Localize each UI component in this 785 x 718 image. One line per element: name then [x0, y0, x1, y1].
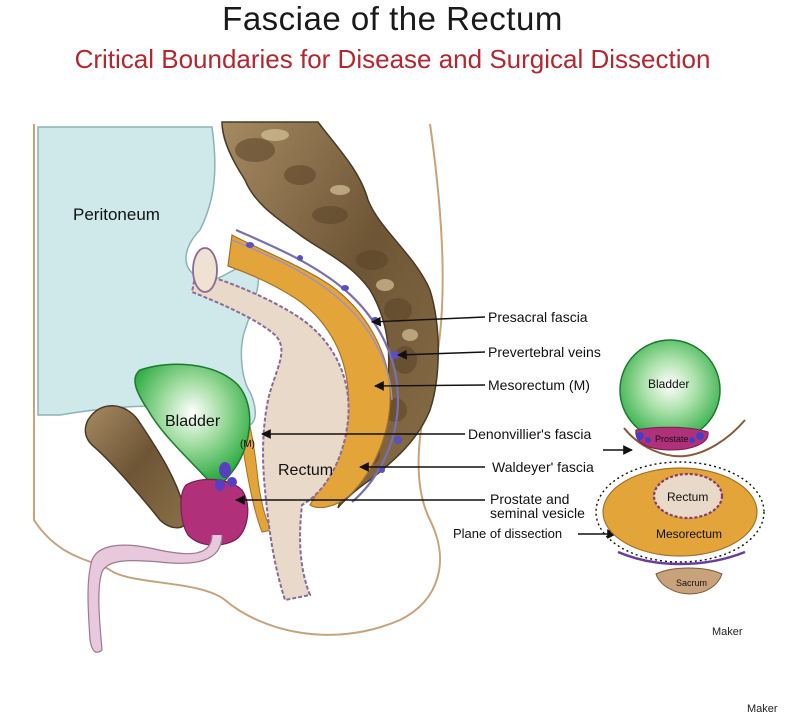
denonvillier-fascia-label: Denonvillier's fascia	[468, 426, 591, 442]
cross-rectum-label: Rectum	[667, 490, 708, 504]
mesorectum-arrow	[374, 381, 486, 391]
presacral-fascia-label: Presacral fascia	[488, 309, 588, 325]
corner-credit: Maker	[747, 703, 778, 715]
cross-vesicles	[636, 432, 704, 443]
diagram-subtitle: Critical Boundaries for Disease and Surg…	[74, 44, 711, 74]
presacral-arrow	[371, 316, 486, 327]
prevertebral-veins-label: Prevertebral veins	[488, 344, 601, 360]
cross-prostate-label: Prostate	[655, 434, 689, 444]
pubic-bone	[84, 405, 188, 529]
inner-credit: Maker	[712, 626, 743, 638]
prostate-label-line2: seminal vesicle	[490, 505, 585, 521]
mesorectum-sagittal	[227, 234, 391, 509]
rectum-opening	[192, 247, 218, 293]
presacral-fascia-line	[235, 228, 400, 503]
peritoneum-label: Peritoneum	[73, 205, 160, 224]
cross-prostate	[635, 426, 709, 451]
seminal-vesicle	[215, 462, 237, 491]
cross-denonvillier-line	[623, 419, 746, 458]
waldeyer-fascia-label: Waldeyer' fascia	[492, 459, 594, 475]
m-marker-label: (M)	[240, 439, 255, 450]
prostate-label-line1: Prostate and	[490, 491, 569, 507]
urethra	[87, 534, 223, 653]
cross-rectum	[652, 472, 724, 520]
waldeyer-fascia-line	[231, 239, 393, 401]
cross-presacral-line	[617, 550, 746, 566]
plane-of-dissection-label: Plane of dissection	[453, 526, 562, 541]
cross-mesorectum-label: Mesorectum	[656, 527, 722, 541]
cross-sacrum	[655, 567, 723, 595]
bladder-label: Bladder	[165, 413, 221, 430]
mesorectum-label: Mesorectum (M)	[488, 377, 590, 393]
diagram-title: Fasciae of the Rectum	[222, 0, 563, 37]
cross-sacrum-label: Sacrum	[676, 578, 707, 588]
rectum-label: Rectum	[278, 462, 333, 479]
cross-dissection-plane	[595, 461, 765, 563]
prevertebral-arrow	[397, 349, 486, 360]
cross-bladder-label: Bladder	[648, 377, 689, 391]
